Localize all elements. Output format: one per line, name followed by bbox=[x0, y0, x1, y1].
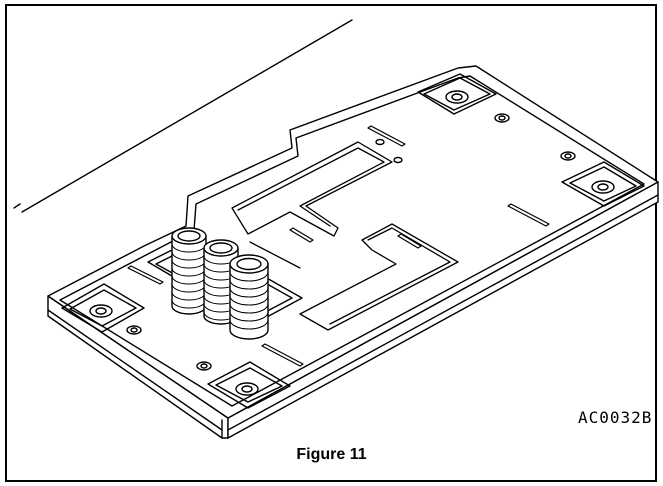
base-plate bbox=[47, 65, 659, 439]
slots bbox=[127, 125, 550, 367]
corner-pocket-bottom bbox=[207, 361, 291, 409]
corner-pocket-left bbox=[61, 283, 145, 333]
shim-stack-left bbox=[171, 227, 207, 315]
shim-stack-right bbox=[229, 254, 269, 340]
corner-pocket-top bbox=[417, 73, 497, 115]
screw-holes bbox=[126, 113, 576, 371]
figure-caption: Figure 11 bbox=[296, 446, 367, 463]
table-surface-edge bbox=[13, 19, 353, 213]
flex-traces bbox=[231, 141, 459, 331]
drawing-code: AC0032B bbox=[578, 408, 653, 427]
corner-pocket-right bbox=[561, 161, 645, 207]
